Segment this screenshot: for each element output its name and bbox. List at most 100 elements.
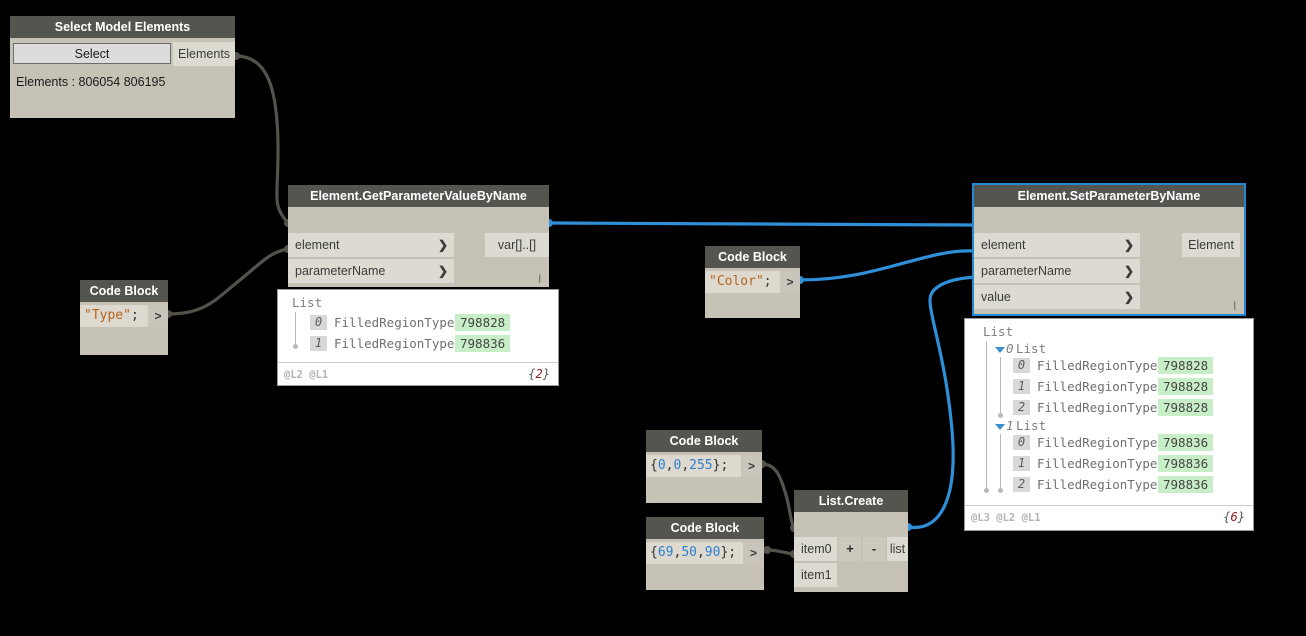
remove-input-button[interactable]: - xyxy=(863,537,885,561)
chevron-right-icon: ❯ xyxy=(1123,238,1134,252)
code-brace-close: }; xyxy=(720,545,737,560)
preview-item-type: FilledRegionType xyxy=(1037,456,1158,471)
code-tail: ; xyxy=(763,274,772,289)
node-list-create[interactable]: List.Create item0 item1 + - list xyxy=(794,490,908,592)
chevron-right-icon: ❯ xyxy=(437,238,448,252)
add-input-button[interactable]: + xyxy=(839,537,861,561)
preview-index-badge: 1 xyxy=(1013,379,1030,394)
code-brace-open: { xyxy=(650,545,658,560)
preview-stem-group xyxy=(1000,434,1001,489)
code-number: 255 xyxy=(689,458,713,473)
input-port-label: parameterName xyxy=(981,264,1072,278)
preview-root-label: List xyxy=(292,295,323,310)
preview-index-badge: 1 xyxy=(310,336,327,351)
node-code-block-color[interactable]: Code Block "Color"; > xyxy=(705,246,800,318)
output-port-chevron[interactable]: > xyxy=(780,271,800,293)
node-title: Element.SetParameterByName xyxy=(974,185,1244,207)
preview-item-value: 798836 xyxy=(1158,476,1214,493)
input-port-element[interactable]: element ❯ xyxy=(974,233,1140,257)
chevron-right-icon: ❯ xyxy=(437,264,448,278)
code-number: 50 xyxy=(681,545,697,560)
wire-rgbblue-to-item0 xyxy=(761,462,796,529)
node-select-model-elements[interactable]: Select Model Elements Select Elements El… xyxy=(10,16,235,118)
preview-item-type: FilledRegionType xyxy=(1037,379,1158,394)
node-get-parameter-value-by-name[interactable]: Element.GetParameterValueByName element … xyxy=(288,185,549,287)
output-port-element[interactable]: Element xyxy=(1182,233,1240,257)
code-editor-line[interactable]: "Color"; xyxy=(705,271,780,293)
preview-stem-dot xyxy=(293,344,298,349)
lacing-indicator: l xyxy=(1233,299,1236,313)
input-port-value[interactable]: value ❯ xyxy=(974,285,1140,309)
node-title: Code Block xyxy=(646,517,764,539)
selection-status-text: Elements : 806054 806195 xyxy=(16,75,166,89)
node-set-parameter-by-name[interactable]: Element.SetParameterByName element ❯ par… xyxy=(972,183,1246,316)
code-number: 69 xyxy=(657,545,674,560)
output-port-elements[interactable]: Elements xyxy=(173,42,235,66)
preview-index-badge: 1 xyxy=(1013,456,1030,471)
wire-varout-to-element xyxy=(548,221,979,227)
preview-item-value: 798836 xyxy=(1158,434,1214,451)
preview-levels-label: @L2 @L1 xyxy=(284,369,329,381)
node-code-block-rgb-blue[interactable]: Code Block {0,0,255}; > xyxy=(646,430,762,503)
preview-get-parameter-value[interactable]: List 0 FilledRegionType 798828 1 FilledR… xyxy=(277,289,559,386)
code-tail: ; xyxy=(130,308,139,323)
preview-separator xyxy=(965,505,1253,506)
preview-collapse-triangle[interactable] xyxy=(995,347,1005,353)
output-port-list[interactable]: list xyxy=(887,537,908,561)
wire-rgbpurple-to-item1 xyxy=(766,548,795,556)
select-button[interactable]: Select xyxy=(13,43,171,64)
preview-index-badge: 2 xyxy=(1013,477,1030,492)
code-brace-close: }; xyxy=(712,458,729,473)
output-port-var[interactable]: var[]..[] xyxy=(485,233,549,257)
preview-stem xyxy=(295,312,296,345)
preview-item-type: FilledRegionType xyxy=(1037,477,1158,492)
preview-set-parameter-value[interactable]: List 0 List 0 FilledRegionType 798828 1 … xyxy=(964,318,1254,531)
input-port-label: element xyxy=(295,238,340,252)
code-number: 0 xyxy=(673,458,682,473)
preview-collapse-triangle[interactable] xyxy=(995,424,1005,430)
preview-stem-dot xyxy=(984,488,989,493)
input-port-parametername[interactable]: parameterName ❯ xyxy=(288,259,454,283)
code-string-literal: "Type" xyxy=(84,308,131,323)
chevron-right-icon: ❯ xyxy=(1123,264,1134,278)
output-port-chevron[interactable]: > xyxy=(148,305,168,327)
code-editor-line[interactable]: "Type"; xyxy=(80,305,148,327)
preview-index-badge: 0 xyxy=(1013,435,1030,450)
preview-item-type: FilledRegionType xyxy=(1037,400,1158,415)
node-code-block-type[interactable]: Code Block "Type"; > xyxy=(80,280,168,355)
input-port-parametername[interactable]: parameterName ❯ xyxy=(974,259,1140,283)
input-port-label: element xyxy=(981,238,1026,252)
wire-color-to-parametername xyxy=(799,249,979,282)
preview-group-label: List xyxy=(1016,418,1047,433)
node-title: Code Block xyxy=(705,246,800,268)
preview-item-value: 798836 xyxy=(455,335,511,352)
preview-stem-group xyxy=(1000,357,1001,414)
code-brace-open: { xyxy=(650,458,658,473)
preview-stem-dot xyxy=(998,488,1003,493)
code-editor-line[interactable]: {69,50,90}; xyxy=(646,542,743,564)
input-port-label: value xyxy=(981,290,1011,304)
preview-count-label: {6} xyxy=(1223,510,1245,524)
port-dot xyxy=(763,546,771,554)
node-code-block-rgb-purple[interactable]: Code Block {69,50,90}; > xyxy=(646,517,764,590)
node-title: Code Block xyxy=(646,430,762,452)
input-port-item1[interactable]: item1 xyxy=(794,563,837,587)
input-port-element[interactable]: element ❯ xyxy=(288,233,454,257)
preview-levels-label: @L3 @L2 @L1 xyxy=(971,512,1041,524)
output-port-chevron[interactable]: > xyxy=(741,455,762,477)
code-string-literal: "Color" xyxy=(709,274,764,289)
preview-stem-root xyxy=(986,341,987,489)
wire-type-to-parametername xyxy=(167,247,289,316)
preview-stem-dot xyxy=(998,413,1003,418)
preview-item-type: FilledRegionType xyxy=(1037,358,1158,373)
preview-root-label: List xyxy=(983,324,1014,339)
wire-elements-to-element xyxy=(235,54,290,225)
code-number: 90 xyxy=(704,545,721,560)
input-port-item0[interactable]: item0 xyxy=(794,537,837,561)
code-editor-line[interactable]: {0,0,255}; xyxy=(646,455,741,477)
preview-item-type: FilledRegionType xyxy=(1037,435,1158,450)
node-title: Select Model Elements xyxy=(10,16,235,38)
preview-item-value: 798828 xyxy=(1158,378,1214,395)
output-port-chevron[interactable]: > xyxy=(743,542,764,564)
